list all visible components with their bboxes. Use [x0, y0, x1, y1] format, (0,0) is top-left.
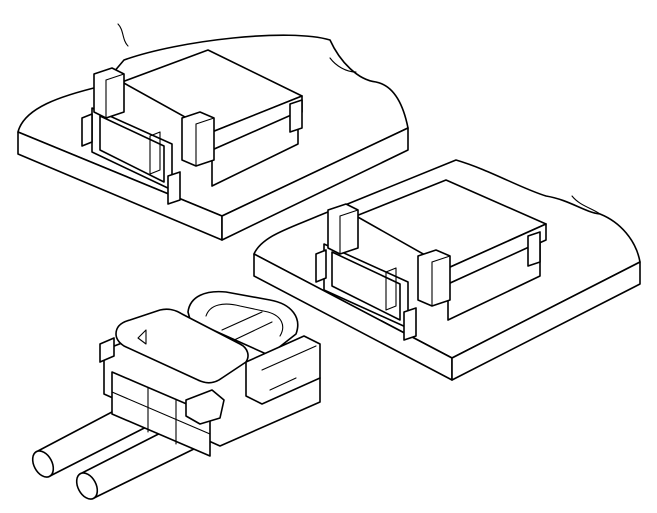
receptacle-left-tab-2 — [167, 171, 181, 205]
cable-right-end — [75, 472, 99, 500]
pcb-right-break-1 — [571, 195, 601, 215]
plug-release-lever — [115, 308, 249, 384]
pcb-left-break-1 — [117, 23, 129, 47]
receptacle-right-opening — [331, 251, 401, 321]
receptacle-right — [315, 179, 547, 341]
receptacle-left-latch-l — [93, 67, 125, 119]
receptacle-right-latch-r — [417, 249, 451, 307]
receptacle-left-body-side — [211, 111, 299, 187]
plug-housing — [99, 290, 321, 457]
plug-lever-arrow — [137, 329, 147, 345]
plug-hook-right — [185, 389, 225, 425]
receptacle-right-latch-l — [327, 203, 359, 255]
receptacle-left — [81, 49, 303, 205]
plug-cable-frame — [111, 371, 211, 457]
receptacle-right-tab-2 — [403, 307, 417, 341]
receptacle-left-latch-r — [181, 111, 215, 167]
receptacle-left-post — [149, 131, 161, 175]
cable-left-end — [31, 450, 55, 478]
receptacle-right-tab-1 — [315, 249, 327, 283]
pcb-left-break-2 — [329, 57, 357, 73]
receptacle-left-tab-3 — [289, 99, 303, 133]
receptacle-left-tab-1 — [81, 113, 93, 147]
plug-hook-left — [99, 337, 115, 363]
receptacle-left-opening — [99, 115, 165, 183]
receptacle-right-body-side — [447, 241, 541, 321]
pcb-left-side — [221, 127, 409, 241]
pcb-right-side — [451, 261, 641, 381]
receptacle-right-tab-3 — [527, 231, 541, 267]
receptacle-right-post — [385, 267, 397, 311]
